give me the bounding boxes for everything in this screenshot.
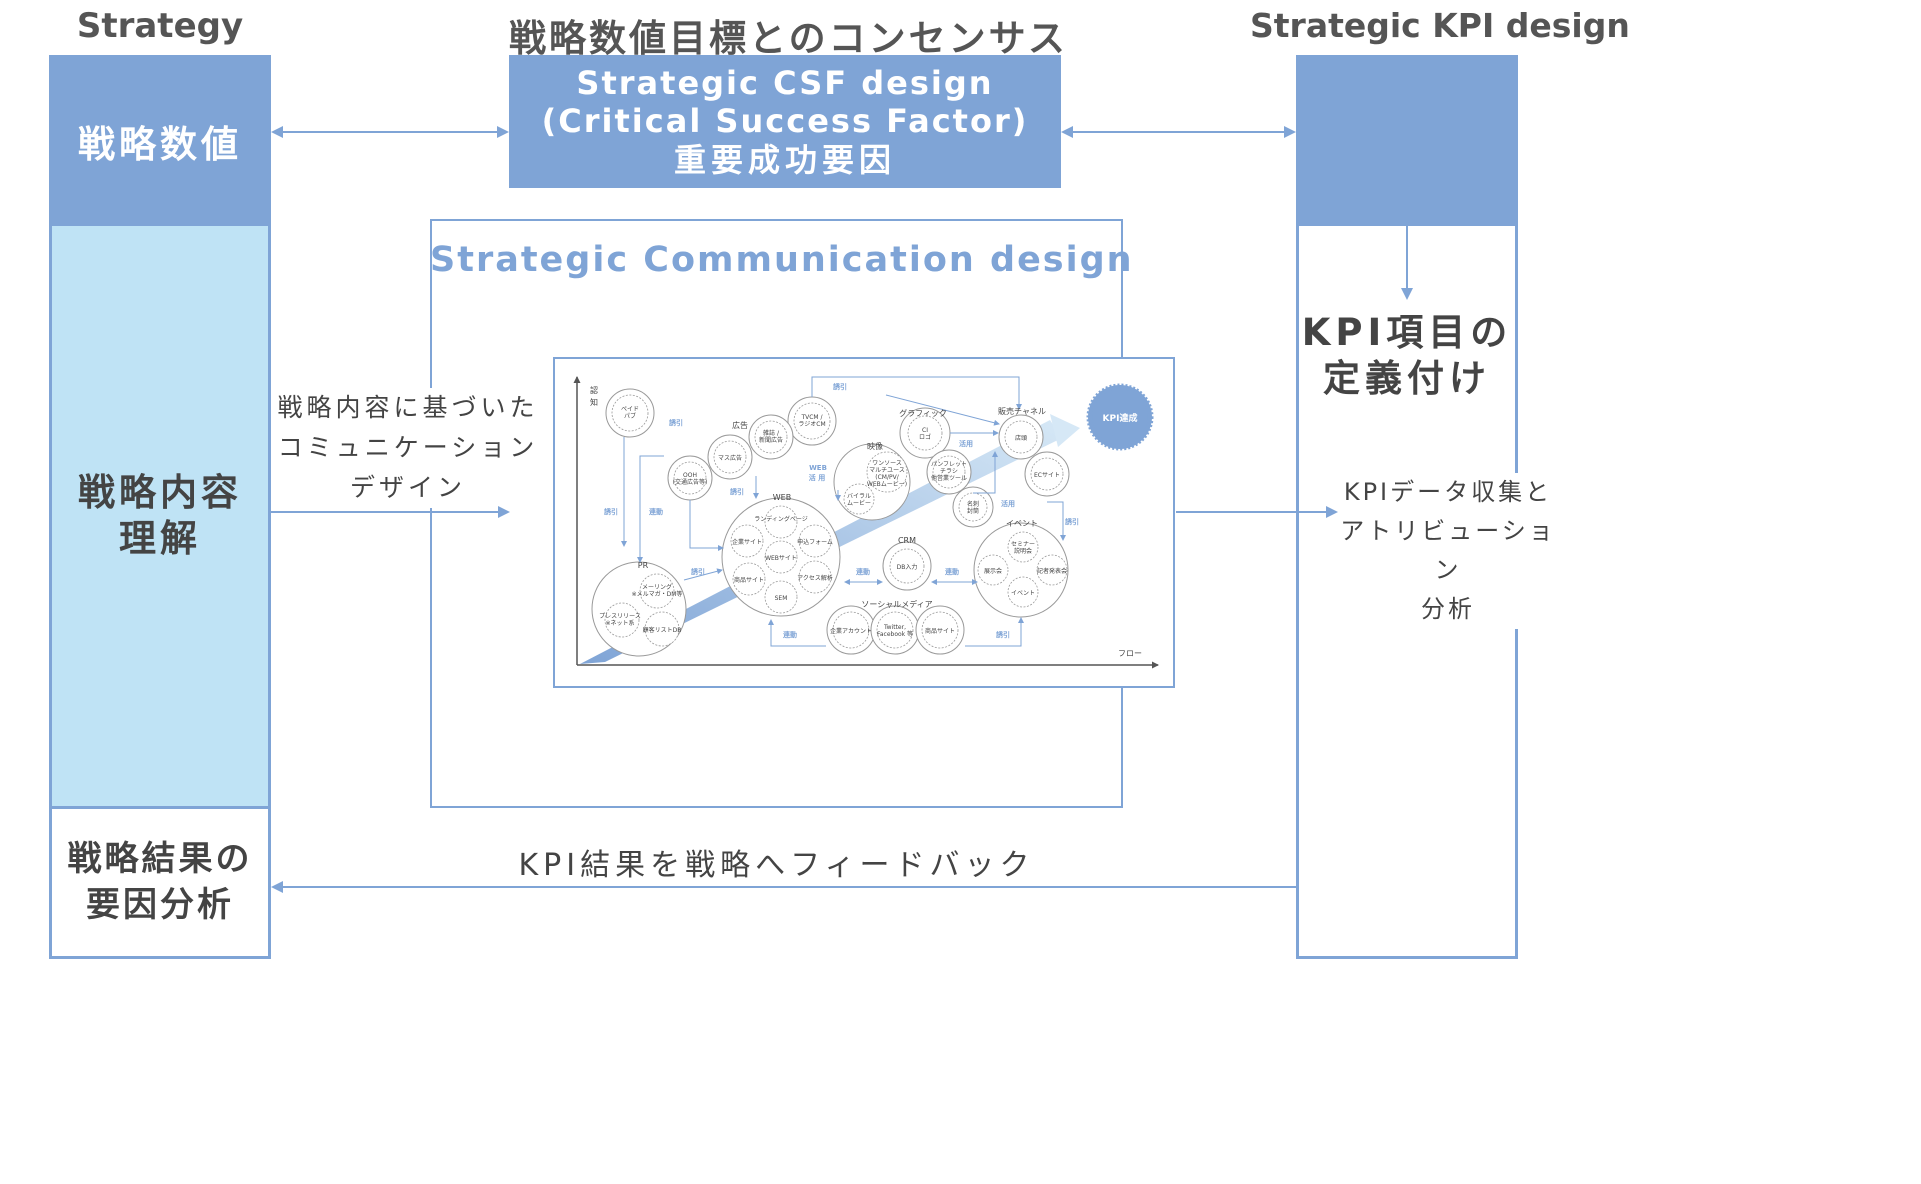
node-tvcm: TVCM /ラジオCM xyxy=(798,414,825,428)
node-form: 申込フォーム xyxy=(797,538,833,546)
node-press-event: 記者発表会 xyxy=(1037,567,1067,575)
node-event: イベント xyxy=(1011,590,1035,597)
group-video-label: 映像 xyxy=(867,441,883,451)
strategy-content-box: 戦略内容 理解 xyxy=(49,223,271,809)
link-induce-ad: 誘引 xyxy=(730,487,744,496)
csf-japanese: 重要成功要因 xyxy=(673,140,896,179)
node-one-source: ワンソースマルチユース(CM/PV/WEBムービー) xyxy=(867,460,907,488)
strategy-numbers-label: 戦略数値 xyxy=(78,122,242,166)
csf-subtitle: (Critical Success Factor) xyxy=(541,102,1029,141)
node-shop: 店頭 xyxy=(1015,434,1027,442)
link-induce-pr: 誘引 xyxy=(604,507,618,516)
node-access: アクセス解析 xyxy=(797,574,833,582)
node-product-site2: 商品サイト xyxy=(925,627,955,635)
node-web-site: WEBサイト xyxy=(765,555,797,562)
axis-x-label: フロー xyxy=(1118,649,1142,658)
group-pr-label: PR xyxy=(638,561,649,570)
node-paid-pub: ペイドパブ xyxy=(621,406,639,420)
strategy-content-label: 戦略内容 理解 xyxy=(78,470,242,560)
group-social-label: ソーシャルメディア xyxy=(861,599,932,609)
link-induce-social: 誘引 xyxy=(996,630,1010,639)
communication-design-title: Strategic Communication design xyxy=(430,240,1134,280)
node-customer-db: 顧客リストDB xyxy=(643,626,682,634)
node-pamphlet: パンフレットチラシ他営業ツール xyxy=(931,461,967,482)
group-graphic-label: グラフィック xyxy=(899,408,947,418)
axis-y-label: 認知 xyxy=(590,385,598,407)
link-induce-paid: 誘引 xyxy=(669,418,683,427)
node-magazine: 雑誌 /新聞広告 xyxy=(759,429,783,444)
strategy-numbers-box: 戦略数値 xyxy=(49,55,271,226)
header-strategic-kpi-design: Strategic KPI design xyxy=(1250,6,1630,45)
node-viral: バイラルムービー xyxy=(847,493,871,507)
csf-title: Strategic CSF design xyxy=(576,63,994,102)
node-mailing: メーリング※メルマガ・DM等 xyxy=(632,583,683,598)
node-corp-account: 企業アカウント xyxy=(830,627,872,635)
header-strategy: Strategy xyxy=(76,6,244,46)
csf-design-box: Strategic CSF design (Critical Success F… xyxy=(509,55,1061,188)
link-link-pr: 連動 xyxy=(649,507,663,516)
node-product-site: 商品サイト xyxy=(734,576,764,584)
link-induce-top: 誘引 xyxy=(833,382,847,391)
node-card: 名刺封筒 xyxy=(967,500,979,515)
node-ooh: OOH(交通広告等) xyxy=(673,472,708,486)
link-web-use-1: WEB xyxy=(809,464,827,472)
header-consensus: 戦略数値目標とのコンセンサス xyxy=(509,17,1068,60)
node-mass-ad: マス広告 xyxy=(718,454,742,462)
group-crm-label: CRM xyxy=(898,536,916,545)
kpi-goal-label: KPI達成 xyxy=(1103,412,1138,424)
node-landing: ランディングページ xyxy=(754,515,807,523)
link-use-card: 活用 xyxy=(1001,499,1015,508)
node-exhibit: 展示会 xyxy=(984,567,1002,575)
link-use-graphic: 活用 xyxy=(959,439,973,448)
link-induce-event: 誘引 xyxy=(1065,517,1079,526)
node-twitter: Twitter,Facebook 等 xyxy=(877,624,913,638)
node-db-input: DB入力 xyxy=(897,563,918,571)
group-sales-label: 販売チャネル xyxy=(998,406,1046,416)
group-web-label: WEB xyxy=(773,493,791,502)
inner-flow-diagram: 認知 フロー KPI達成 xyxy=(553,357,1175,688)
node-sem: SEM xyxy=(775,595,788,602)
node-corporate-site: 企業サイト xyxy=(732,538,762,546)
link-induce-web: 誘引 xyxy=(691,567,705,576)
node-ec: ECサイト xyxy=(1034,472,1060,479)
strategy-result-label: 戦略結果の 要因分析 xyxy=(67,838,253,925)
link-link-crm-right: 連動 xyxy=(945,567,959,576)
feedback-label: KPI結果を戦略へフィードバック xyxy=(518,848,1035,883)
left-arrow-label: 戦略内容に基づいた コミュニケーション デザイン xyxy=(276,388,540,508)
link-link-crm-left: 連動 xyxy=(856,567,870,576)
strategy-result-box: 戦略結果の 要因分析 xyxy=(49,806,271,959)
kpi-definition-label: KPI項目の 定義付け xyxy=(1301,311,1513,401)
right-arrow-label: KPIデータ収集と アトリビューション 分析 xyxy=(1330,473,1566,629)
link-link-social: 連動 xyxy=(783,630,797,639)
link-web-use-2: 活 用 xyxy=(809,473,825,482)
node-press: プレスリリース※ネット系 xyxy=(599,613,641,627)
group-event-label: イベント xyxy=(1006,519,1038,528)
node-seminar: セミナー説明会 xyxy=(1011,541,1035,555)
kpi-top-box xyxy=(1296,55,1518,226)
group-ad-label: 広告 xyxy=(732,420,748,430)
